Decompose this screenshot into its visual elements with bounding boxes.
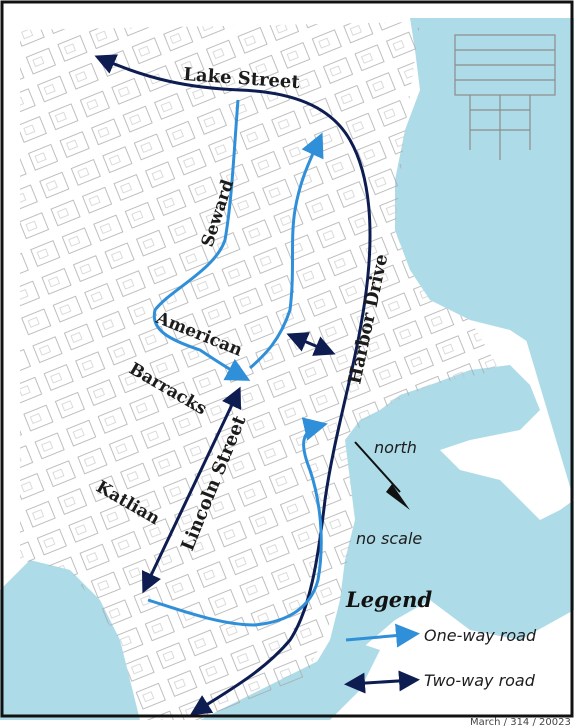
water-shore-upper <box>395 18 574 360</box>
legend-title: Legend <box>345 587 432 612</box>
map-credit: March / 314 / 20023 <box>470 717 571 728</box>
two-way-road-connector <box>286 332 336 356</box>
legend-two-way-swatch <box>344 670 420 694</box>
north-arrow <box>354 441 410 510</box>
one-way-road-upper-loop <box>249 132 324 370</box>
north-arrow-icon <box>386 484 410 510</box>
legend: Legend One-way road Two-way road <box>344 587 537 694</box>
harbor-docks <box>454 34 556 160</box>
two-way-road-lake-harbor <box>94 54 372 716</box>
one-way-road-lower-loop <box>147 417 328 627</box>
legend-two-way-label: Two-way road <box>424 671 536 690</box>
two-way-road-lincoln <box>141 386 242 594</box>
legend-one-way-swatch <box>345 623 420 648</box>
north-label: north <box>374 438 417 457</box>
scale-label: no scale <box>356 529 422 548</box>
one-way-road-seward-american <box>152 99 251 381</box>
legend-one-way-label: One-way road <box>424 626 537 645</box>
